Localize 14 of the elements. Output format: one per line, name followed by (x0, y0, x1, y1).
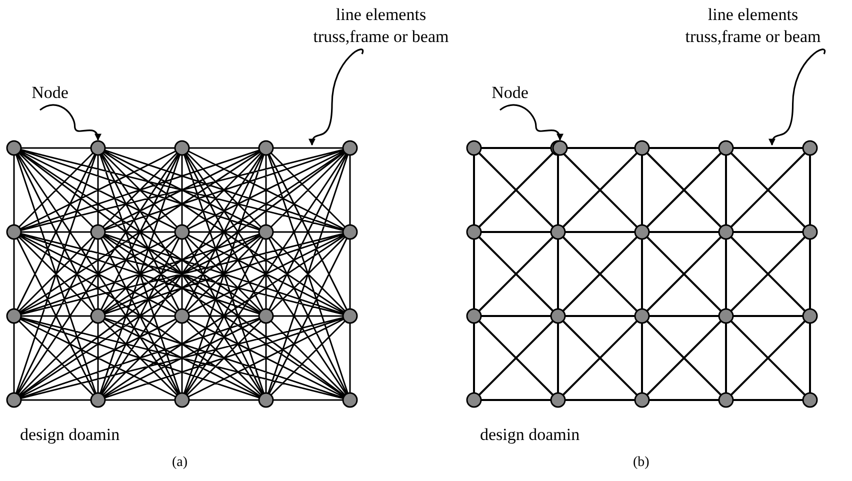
panel-label: (a) (172, 454, 188, 472)
leader-line (500, 104, 563, 141)
callout-text: line elements truss,frame or beam (296, 4, 466, 48)
panel-label: (b) (633, 454, 650, 472)
callout-text: line elements truss,frame or beam (668, 4, 838, 48)
node-circle (552, 140, 568, 156)
leader-line (769, 48, 826, 146)
leader-line (309, 48, 364, 146)
node-circle (90, 140, 106, 156)
callout-text: Node (20, 82, 80, 104)
callout-text: Node (480, 82, 540, 104)
leader-line (40, 104, 101, 141)
region-label: design doamin (480, 424, 580, 446)
region-label: design doamin (20, 424, 120, 446)
